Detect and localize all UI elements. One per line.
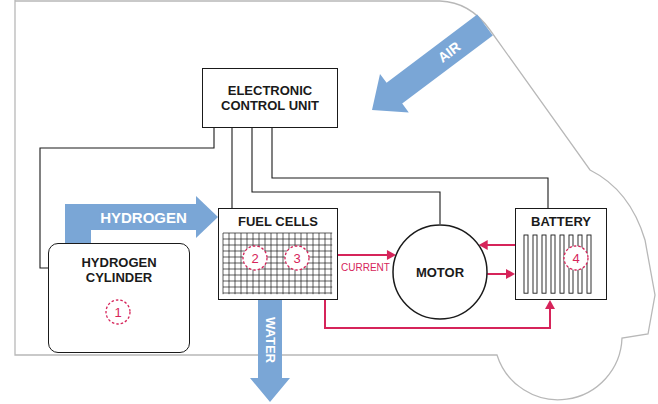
callout-number: 1: [114, 305, 121, 320]
node-label: MOTOR: [416, 265, 464, 280]
node-label: HYDROGEN CYLINDER: [67, 255, 171, 285]
fuel-cell-stack: FUEL CELLS 2 3: [218, 208, 338, 300]
arrow-head: [506, 269, 515, 279]
air-arrow: [372, 15, 493, 113]
water-arrow: [250, 300, 290, 402]
callout-number: 4: [572, 251, 579, 266]
connector-line: [231, 128, 232, 208]
callout-number: 3: [293, 251, 300, 266]
current-label: CURRENT: [340, 262, 391, 274]
connector-line: [338, 254, 388, 256]
current-arrow: [479, 240, 515, 250]
callout-number: 2: [251, 251, 258, 266]
callout-circle: 4: [563, 245, 589, 271]
motor-circle: MOTOR: [392, 224, 488, 320]
flow-label: HYDROGEN: [99, 209, 188, 226]
current-arrow: [338, 250, 396, 260]
callout-circle: 2: [242, 245, 268, 271]
car-outline: [15, 0, 655, 400]
connector-line: [272, 128, 548, 208]
callout-circle: 3: [284, 245, 310, 271]
control-wire: [272, 128, 548, 208]
connector-line: [487, 244, 515, 246]
callout-circle: 1: [105, 299, 131, 325]
control-wire: [232, 128, 233, 208]
arrow-head: [545, 300, 555, 309]
node-label: FUEL CELLS: [238, 214, 318, 229]
water-label: WATER: [263, 317, 278, 363]
hydrogen-flow-arrow: [78, 196, 218, 243]
node-label: BATTERY: [531, 214, 591, 229]
hydrogen-cylinder: HYDROGEN CYLINDER 1: [48, 243, 190, 353]
battery-pack: BATTERY 4: [515, 208, 607, 300]
arrow-head: [196, 196, 218, 238]
control-unit-box: ELECTRONIC CONTROL UNIT: [202, 68, 338, 128]
current-arrow: [487, 269, 515, 279]
connector-line: [487, 273, 507, 275]
node-label: ELECTRONIC CONTROL UNIT: [203, 83, 337, 113]
